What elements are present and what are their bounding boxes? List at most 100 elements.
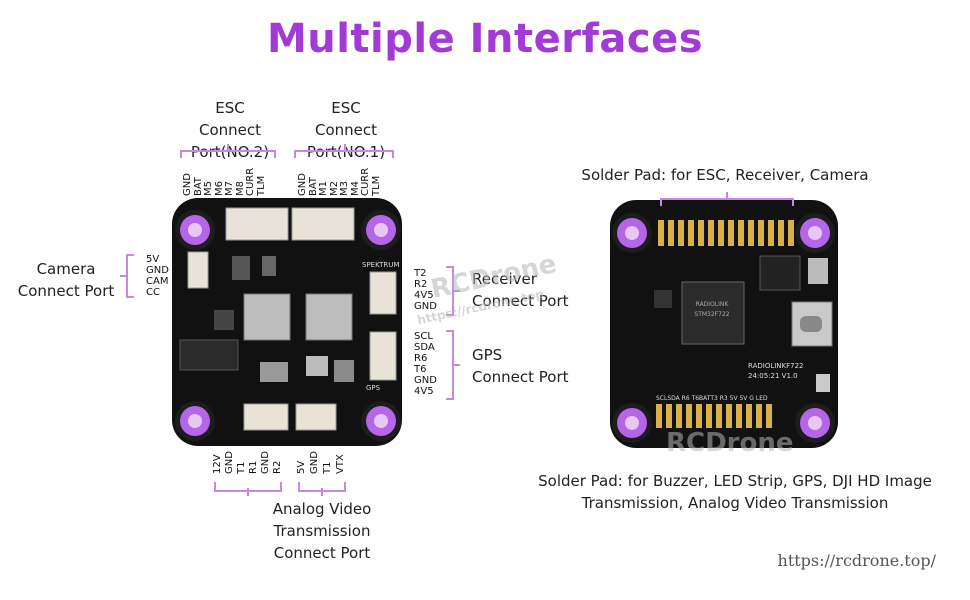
- bracket-tick: [660, 198, 662, 206]
- vtx-label-line3: Connect Port: [273, 544, 371, 562]
- bracket-tick: [214, 482, 216, 490]
- pin-label: R1: [248, 460, 259, 474]
- left-board: [172, 198, 402, 446]
- camera-label-line2: Connect Port: [17, 282, 115, 300]
- bracket-tick: [446, 314, 454, 316]
- gps-pin: SCL: [414, 331, 433, 342]
- camera-pin: GND: [146, 265, 169, 276]
- pin-label: 12V: [212, 454, 223, 474]
- vtx-label-line2: Transmission: [273, 522, 371, 540]
- solder-pad-top-label: Solder Pad: for ESC, Receiver, Camera: [581, 166, 869, 184]
- solder-pad-bottom-line1: Solder Pad: for Buzzer, LED Strip, GPS, …: [538, 472, 932, 490]
- receiver-label: Receiver Connect Port: [472, 268, 569, 312]
- solder-pad-bottom-line2: Transmission, Analog Video Transmission: [581, 494, 889, 512]
- pin-label: M5: [203, 181, 214, 196]
- pin-label: M1: [318, 181, 329, 196]
- pin-label: M8: [234, 181, 246, 196]
- receiver-pin-list: T2 R2 4V5 GND: [414, 268, 437, 312]
- solder-pad-bottom-label: Solder Pad: for Buzzer, LED Strip, GPS, …: [520, 470, 950, 514]
- pin-label: CURR: [245, 167, 256, 196]
- bottom-pad-silk: SCLSDA R6 T6BATT3 R3 5V 5V G LED: [656, 395, 768, 402]
- pin-label: VTX: [335, 454, 346, 474]
- pin-label: BAT: [307, 176, 319, 196]
- bracket-tick: [446, 330, 454, 332]
- pin-label: BAT: [192, 176, 204, 196]
- esc1-label: ESC Connect Port(NO.1): [298, 97, 394, 163]
- bracket-tick: [344, 144, 346, 152]
- receiver-pin: T2: [414, 268, 427, 279]
- bracket-tick: [126, 254, 134, 256]
- pin-label: M2: [328, 181, 340, 196]
- gps-pin: GND: [414, 375, 437, 386]
- pin-label: T1: [236, 461, 247, 474]
- bracket-tick: [274, 150, 276, 158]
- pin-label: TLM: [370, 175, 382, 196]
- bracket-tick: [321, 488, 323, 496]
- vtx-label-line1: Analog Video: [272, 500, 372, 518]
- pin-label: GND: [309, 451, 320, 474]
- watermark: RCDrone: [666, 428, 794, 458]
- spektrum-silk: SPEKTRUM: [362, 261, 399, 269]
- gps-silk: GPS: [366, 384, 381, 392]
- right-board: [610, 200, 838, 448]
- camera-pin-list: 5V GND CAM CC: [146, 254, 169, 298]
- gps-label-line1: GPS: [472, 346, 503, 364]
- camera-pin: CAM: [146, 276, 169, 287]
- bracket-tick: [726, 192, 728, 200]
- gps-pin-list: SCL SDA R6 T6 GND 4V5: [414, 331, 437, 397]
- pin-label: M3: [339, 181, 350, 196]
- pin-label: GND: [182, 173, 193, 196]
- page-title: Multiple Interfaces: [266, 16, 704, 62]
- pin-label: GND: [224, 451, 235, 474]
- pin-label: GND: [260, 451, 271, 474]
- camera-label-line1: Camera: [36, 260, 96, 278]
- esc2-label-line1: ESC Connect: [198, 99, 262, 139]
- pin-label: TLM: [255, 175, 267, 196]
- receiver-pin: 4V5: [414, 290, 434, 301]
- camera-pin: CC: [146, 287, 160, 298]
- pin-label: M4: [349, 181, 361, 196]
- vtx-label: Analog Video Transmission Connect Port: [262, 498, 382, 564]
- pin-label: R2: [272, 460, 283, 474]
- bracket-tick: [294, 150, 296, 158]
- source-url: https://rcdrone.top/: [777, 551, 936, 570]
- pin-label: 5V: [296, 460, 307, 474]
- bracket-tick: [227, 144, 229, 152]
- pin-label: M6: [213, 181, 225, 196]
- bracket-tick: [120, 275, 128, 277]
- esc2-label: ESC Connect Port(NO.2): [182, 97, 278, 163]
- bracket-tick: [180, 150, 182, 158]
- board-date-silk: 24:05:21 V1.0: [748, 372, 798, 380]
- esc2-label-line2: Port(NO.2): [190, 143, 270, 161]
- bracket-tick: [446, 266, 454, 268]
- bracket-tick: [392, 150, 394, 158]
- esc1-label-line2: Port(NO.1): [306, 143, 386, 161]
- bracket-tick: [452, 290, 460, 292]
- bracket-tick: [247, 488, 249, 496]
- bracket-tick: [298, 482, 300, 490]
- camera-pin: 5V: [146, 254, 160, 265]
- receiver-label-line2: Connect Port: [472, 292, 569, 310]
- gps-pin: 4V5: [414, 386, 434, 397]
- bracket-tick: [280, 482, 282, 490]
- gps-pin: SDA: [414, 342, 435, 353]
- camera-label: Camera Connect Port: [14, 258, 118, 302]
- receiver-label-line1: Receiver: [472, 270, 537, 288]
- bracket-tick: [792, 198, 794, 206]
- esc1-label-line1: ESC Connect: [314, 99, 378, 139]
- pin-label: T1: [322, 461, 333, 474]
- gps-pin: R6: [414, 353, 428, 364]
- bracket-tick: [446, 398, 454, 400]
- gps-label: GPS Connect Port: [472, 344, 569, 388]
- bracket-tick: [452, 364, 460, 366]
- gps-pin: T6: [414, 364, 427, 375]
- mcu-text-2: STM32F722: [694, 311, 729, 318]
- receiver-pin: R2: [414, 279, 428, 290]
- pin-label: M7: [224, 181, 235, 196]
- bracket-tick: [126, 296, 134, 298]
- bracket-tick: [344, 482, 346, 490]
- pin-label: CURR: [360, 167, 371, 196]
- receiver-pin: GND: [414, 301, 437, 312]
- gps-label-line2: Connect Port: [472, 368, 569, 386]
